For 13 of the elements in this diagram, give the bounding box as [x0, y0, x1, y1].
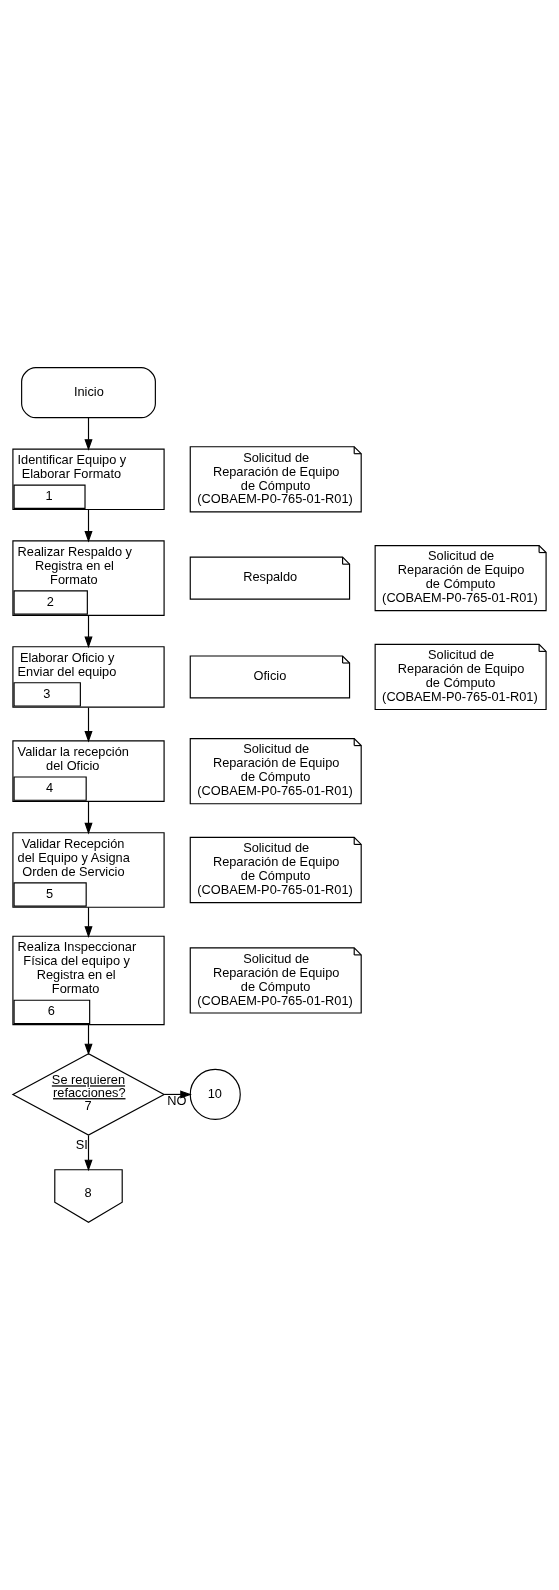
arrow: [84, 615, 93, 649]
arrow: [84, 509, 93, 543]
arrow: [84, 906, 93, 938]
arrow: [84, 1024, 93, 1056]
node-diamond: Se requieren refacciones? 7: [11, 1053, 166, 1136]
arrow: [84, 801, 93, 835]
edge-label: NO: [167, 1092, 187, 1108]
node-box: Inicio: [21, 367, 156, 419]
edge-label: SI: [75, 1136, 88, 1152]
arrow: [84, 417, 93, 451]
arrow: [84, 1134, 93, 1172]
arrow: [84, 707, 93, 743]
node-circle: 10: [189, 1068, 241, 1120]
